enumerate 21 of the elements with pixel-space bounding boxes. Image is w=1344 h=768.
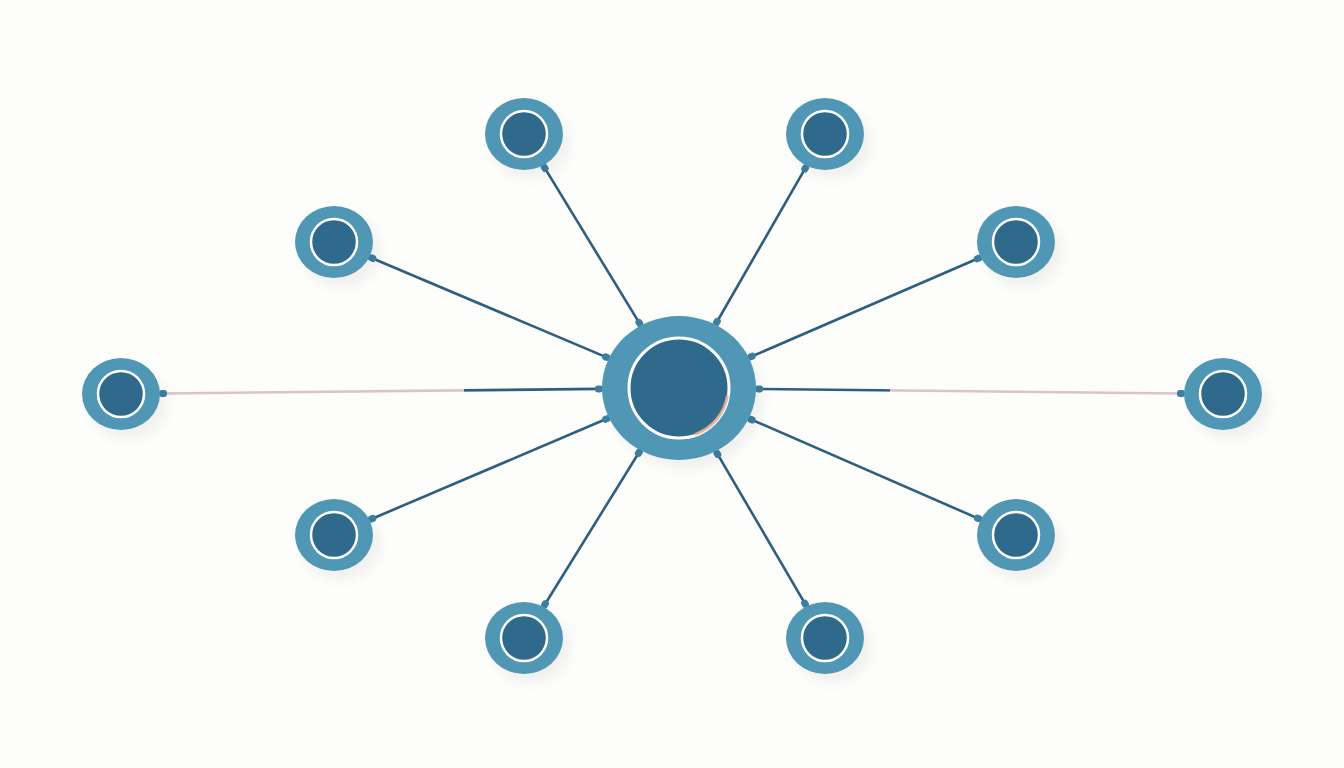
node-circle xyxy=(485,602,563,674)
node-circle xyxy=(82,358,160,430)
node-circle xyxy=(786,98,864,170)
connector-line xyxy=(367,253,612,362)
node-circle xyxy=(295,499,373,571)
hub-circle xyxy=(602,316,756,460)
connector-line xyxy=(711,163,811,328)
connector-line xyxy=(367,414,612,524)
node-circle xyxy=(485,98,563,170)
connector-line xyxy=(746,414,984,524)
connector-line xyxy=(158,385,604,398)
node-circle xyxy=(1184,358,1262,430)
node-circle xyxy=(977,499,1055,571)
connector-line xyxy=(539,162,645,329)
connector-line xyxy=(539,447,644,610)
connector-line xyxy=(712,448,811,609)
node-circle xyxy=(977,206,1055,278)
node-circle xyxy=(786,602,864,674)
node-circle xyxy=(295,206,373,278)
connector-line xyxy=(746,253,983,362)
connector-line xyxy=(754,385,1186,398)
